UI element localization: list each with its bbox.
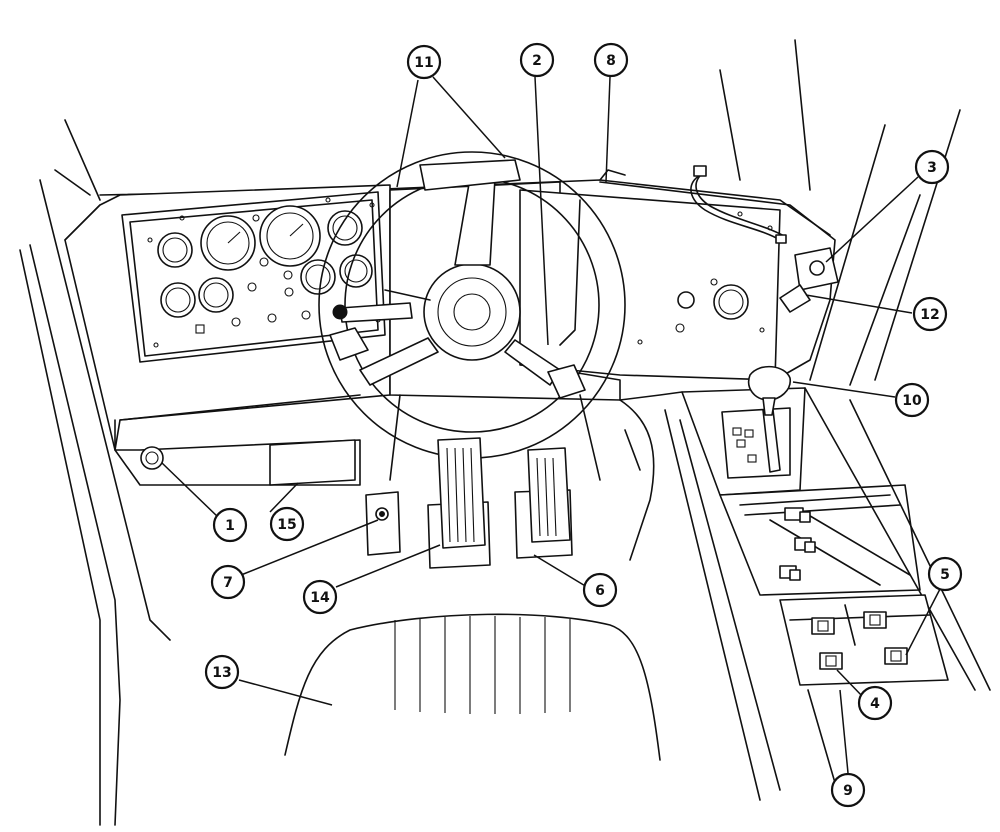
callout-10: 10	[894, 382, 930, 418]
gauge-2	[200, 215, 256, 271]
callout-13: 13	[204, 654, 240, 690]
callout-number: 3	[927, 160, 937, 176]
gauge-3	[259, 205, 321, 267]
callout-number: 5	[940, 567, 950, 583]
callout-number: 6	[595, 583, 605, 599]
callout-number: 13	[212, 665, 231, 681]
console-switch-2	[794, 537, 816, 553]
hood-release-knob	[140, 446, 164, 470]
callout-number: 10	[902, 393, 922, 409]
leader-lines	[161, 76, 941, 774]
under-dash-panel	[269, 439, 356, 486]
callout-12: 12	[912, 296, 948, 332]
steering-column	[389, 394, 655, 561]
gauge-5	[160, 282, 196, 318]
accelerator-pedal	[514, 447, 573, 559]
gauge-8	[339, 254, 373, 288]
callout-number: 14	[310, 590, 330, 606]
floor-dimmer-switch	[365, 491, 401, 556]
console-switch-1	[784, 507, 811, 523]
seat	[284, 613, 661, 761]
callout-number: 8	[606, 53, 616, 69]
callout-15: 15	[269, 506, 305, 542]
callout-3: 3	[914, 149, 950, 185]
console-switch-3	[779, 565, 801, 581]
right-gauge	[713, 284, 749, 320]
console-switch-5	[863, 611, 887, 629]
callout-number: 1	[225, 518, 235, 534]
gauge-6	[198, 277, 234, 313]
callout-1: 1	[212, 507, 248, 543]
console-switch-6	[819, 652, 843, 670]
gauge-4	[327, 210, 363, 246]
steering-wheel	[318, 151, 626, 459]
callout-6: 6	[582, 572, 618, 608]
center-console	[599, 169, 991, 801]
right-dash-panel	[559, 165, 839, 346]
callout-number: 4	[870, 696, 880, 712]
callout-2: 2	[519, 42, 555, 78]
callout-9: 9	[830, 772, 866, 808]
gauge-1	[157, 232, 193, 268]
console-switch-7	[884, 647, 908, 665]
brake-pedal	[427, 437, 491, 569]
callout-7: 7	[210, 564, 246, 600]
callout-14: 14	[302, 579, 338, 615]
callout-11: 11	[406, 44, 442, 80]
cab-walls	[19, 39, 961, 826]
callout-8: 8	[593, 42, 629, 78]
callout-number: 2	[532, 53, 542, 69]
gauge-7	[300, 259, 336, 295]
callout-number: 12	[920, 307, 939, 323]
turn-signal-lever	[332, 289, 431, 323]
callout-number: 11	[414, 55, 433, 71]
callout-number: 15	[277, 517, 296, 533]
callout-4: 4	[857, 685, 893, 721]
callout-number: 9	[843, 783, 853, 799]
console-switch-4	[811, 617, 835, 635]
callout-5: 5	[927, 556, 963, 592]
callout-number: 7	[223, 575, 233, 591]
